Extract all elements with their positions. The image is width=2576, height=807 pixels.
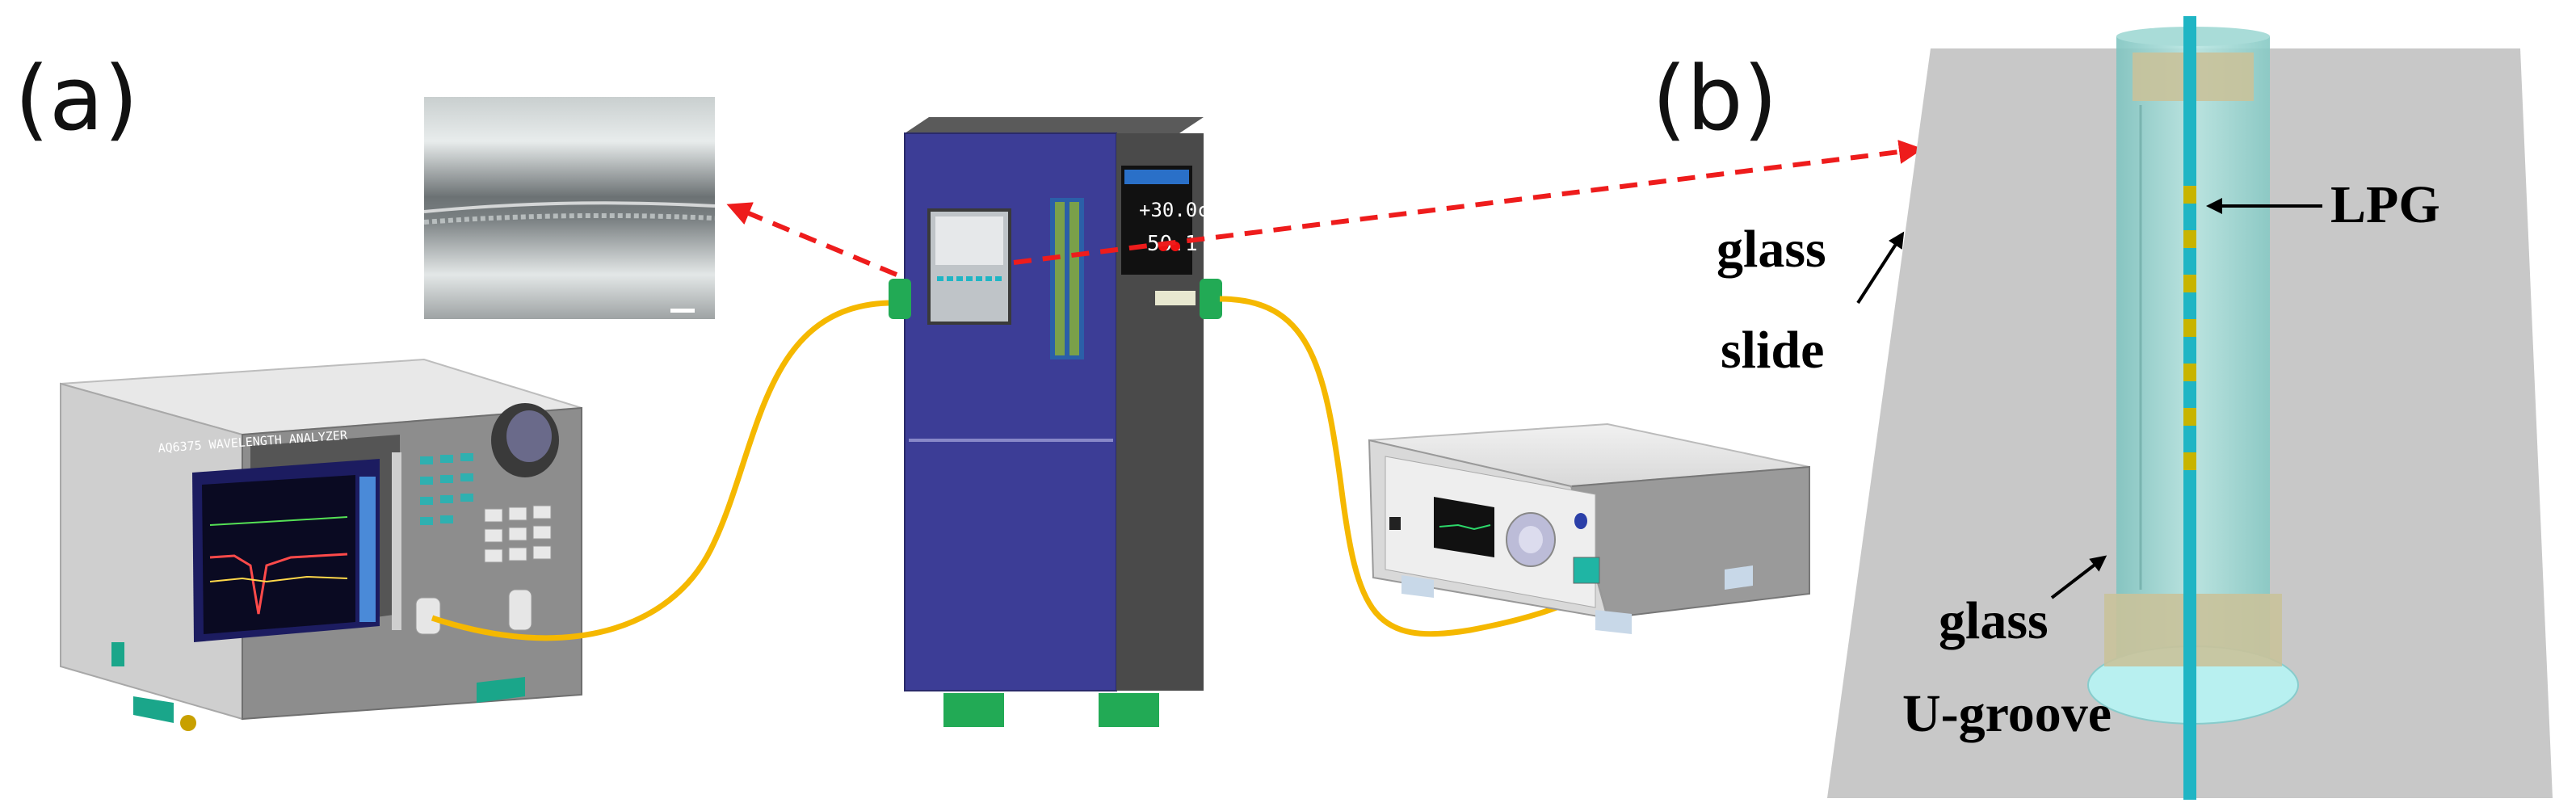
dashed-arrow-to-micrograph: [726, 202, 898, 277]
u-groove-arrow: [2050, 555, 2107, 599]
u-groove-label-line2: U-groove: [1902, 684, 2112, 743]
chamber-readout-1: +30.0c: [1139, 199, 1209, 221]
glass-slide-label-line1: glass: [1717, 220, 1826, 279]
lpg-label: LPG: [2330, 175, 2440, 234]
optical-fiber-lpg: [2183, 16, 2196, 800]
fiber-cable-right: [1219, 296, 1606, 637]
panel-label-b: (b): [1652, 47, 1778, 150]
optical-spectrum-analyzer-icon: AQ6375 WAVELENGTH ANALYZER: [60, 358, 582, 731]
climate-chamber-icon: +30.0c 50.1: [889, 117, 1222, 727]
broadband-light-source-icon: [1368, 422, 1810, 634]
glass-slide-arrow: [1856, 231, 1905, 305]
fiber-micrograph-image: [423, 97, 716, 319]
fiber-cable-left: [431, 300, 889, 641]
panel-label-a: (a): [15, 47, 138, 150]
dashed-arrow-to-panel-b: [1013, 140, 1923, 265]
glass-slide-label-line2: slide: [1721, 321, 1824, 380]
u-groove-label-line1: glass: [1939, 591, 2049, 650]
